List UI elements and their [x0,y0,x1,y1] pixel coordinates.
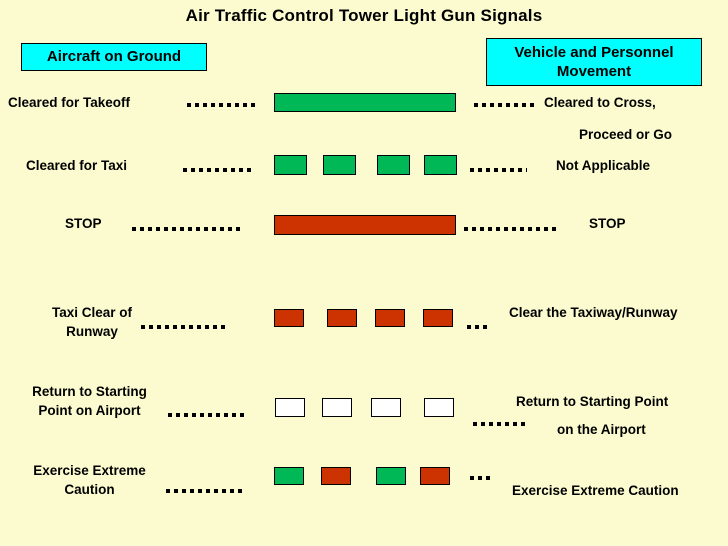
row-flashing-white-signal-segment [424,398,454,417]
row-alternating-signal-segment-green [274,467,304,485]
column-header-vehicle-and-personnel-movement: Vehicle and Personnel Movement [486,38,702,86]
row-flashing-green-left-leader [183,168,255,172]
row-flashing-white-signal-segment [275,398,305,417]
row-flashing-red-right-label-line1: Clear the Taxiway/Runway [509,305,678,320]
row-steady-red-signal-bar [274,215,456,235]
row-flashing-green-signal-segment [323,155,356,175]
row-flashing-red-signal-segment [327,309,357,327]
row-steady-red-right-label-line1: STOP [589,216,626,231]
row-flashing-white-left-leader [168,413,248,417]
row-flashing-red-left-label-line2: Runway [66,324,118,339]
row-flashing-white-right-leader [473,422,525,426]
row-steady-green-left-leader [187,103,257,107]
row-steady-green-right-label-line1: Cleared to Cross, [544,95,656,110]
row-flashing-red-signal-segment [423,309,453,327]
row-alternating-signal-segment-red [321,467,351,485]
row-flashing-green-signal-segment [377,155,410,175]
row-alternating-left-label-line1: Exercise Extreme [33,463,146,478]
row-flashing-green-signal-segment [274,155,307,175]
row-flashing-white-signal-segment [322,398,352,417]
row-flashing-green-right-leader [470,168,527,172]
column-header-aircraft-on-ground: Aircraft on Ground [21,43,207,71]
page-title: Air Traffic Control Tower Light Gun Sign… [185,6,543,25]
row-alternating-signal-segment-green [376,467,406,485]
row-flashing-red-left-leader [141,325,226,329]
row-flashing-white-right-label-line1: Return to Starting Point [516,394,669,409]
row-flashing-white-signal-segment [371,398,401,417]
row-steady-green-signal-bar [274,93,456,112]
row-flashing-green-right-label-line1: Not Applicable [556,158,651,173]
row-flashing-red-signal-segment [274,309,304,327]
row-steady-green-left-label: Cleared for Takeoff [8,95,131,110]
row-steady-red-left-label: STOP [65,216,102,231]
row-alternating-signal-segment-red [420,467,450,485]
row-flashing-white-right-label-line2: on the Airport [557,422,646,437]
row-steady-green-right-leader [474,103,534,107]
row-alternating-right-label-line1: Exercise Extreme Caution [512,483,679,498]
row-steady-green-right-label-line2: Proceed or Go [579,127,673,142]
row-flashing-red-left-label-line1: Taxi Clear of [51,305,133,320]
column-header-right-label-line2: Movement [556,62,632,80]
row-flashing-white-left-label-line1: Return to Starting [32,384,147,399]
row-alternating-right-leader [470,476,494,480]
column-header-left-label: Aircraft on Ground [46,48,182,65]
row-flashing-green-left-label: Cleared for Taxi [26,158,128,173]
row-steady-red-right-leader [464,227,556,231]
column-header-right-label-line1: Vehicle and Personnel [514,44,674,61]
row-steady-red-left-leader [132,227,242,231]
row-flashing-red-signal-segment [375,309,405,327]
row-alternating-left-leader [166,489,246,493]
row-flashing-white-left-label-line2: Point on Airport [38,403,141,418]
row-flashing-red-right-leader [467,325,491,329]
row-alternating-left-label-line2: Caution [64,482,115,497]
row-flashing-green-signal-segment [424,155,457,175]
